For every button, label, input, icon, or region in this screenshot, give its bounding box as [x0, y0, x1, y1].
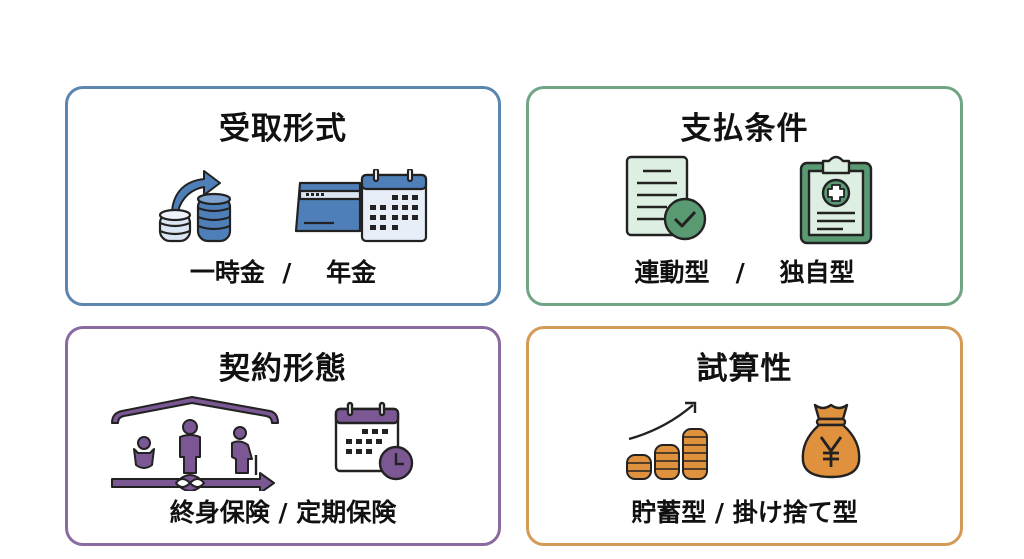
yen-money-bag-icon — [801, 403, 861, 479]
card-receipt-format: 受取形式 一時金 / 年金 — [65, 86, 501, 306]
card-payment-conditions: 支払条件 連動型 / 独自型 — [526, 86, 963, 306]
growing-coins-icon — [626, 401, 708, 480]
card-calculability: 試算性 貯蓄型 / 掛け捨て型 — [526, 326, 963, 546]
card-title: 試算性 — [696, 351, 793, 387]
card-calendar-icon — [294, 169, 428, 243]
card-title: 受取形式 — [219, 111, 347, 147]
coin-stacks-arrow-icon — [158, 170, 232, 243]
calendar-clock-icon — [334, 401, 414, 481]
card-title: 支払条件 — [680, 111, 809, 147]
card-options-label: 終身保険 / 定期保険 — [169, 498, 397, 527]
lifetime-family-icon — [111, 396, 279, 491]
document-check-icon — [625, 155, 707, 241]
card-title: 契約形態 — [219, 351, 347, 387]
card-contract-type: 契約形態 終身保険 / 定期保険 — [65, 326, 501, 546]
medical-clipboard-icon — [799, 155, 873, 245]
card-options-label: 貯蓄型 / 掛け捨て型 — [631, 498, 858, 527]
card-options-label: 一時金 / 年金 — [189, 258, 377, 287]
card-options-label: 連動型 / 独自型 — [634, 258, 855, 287]
